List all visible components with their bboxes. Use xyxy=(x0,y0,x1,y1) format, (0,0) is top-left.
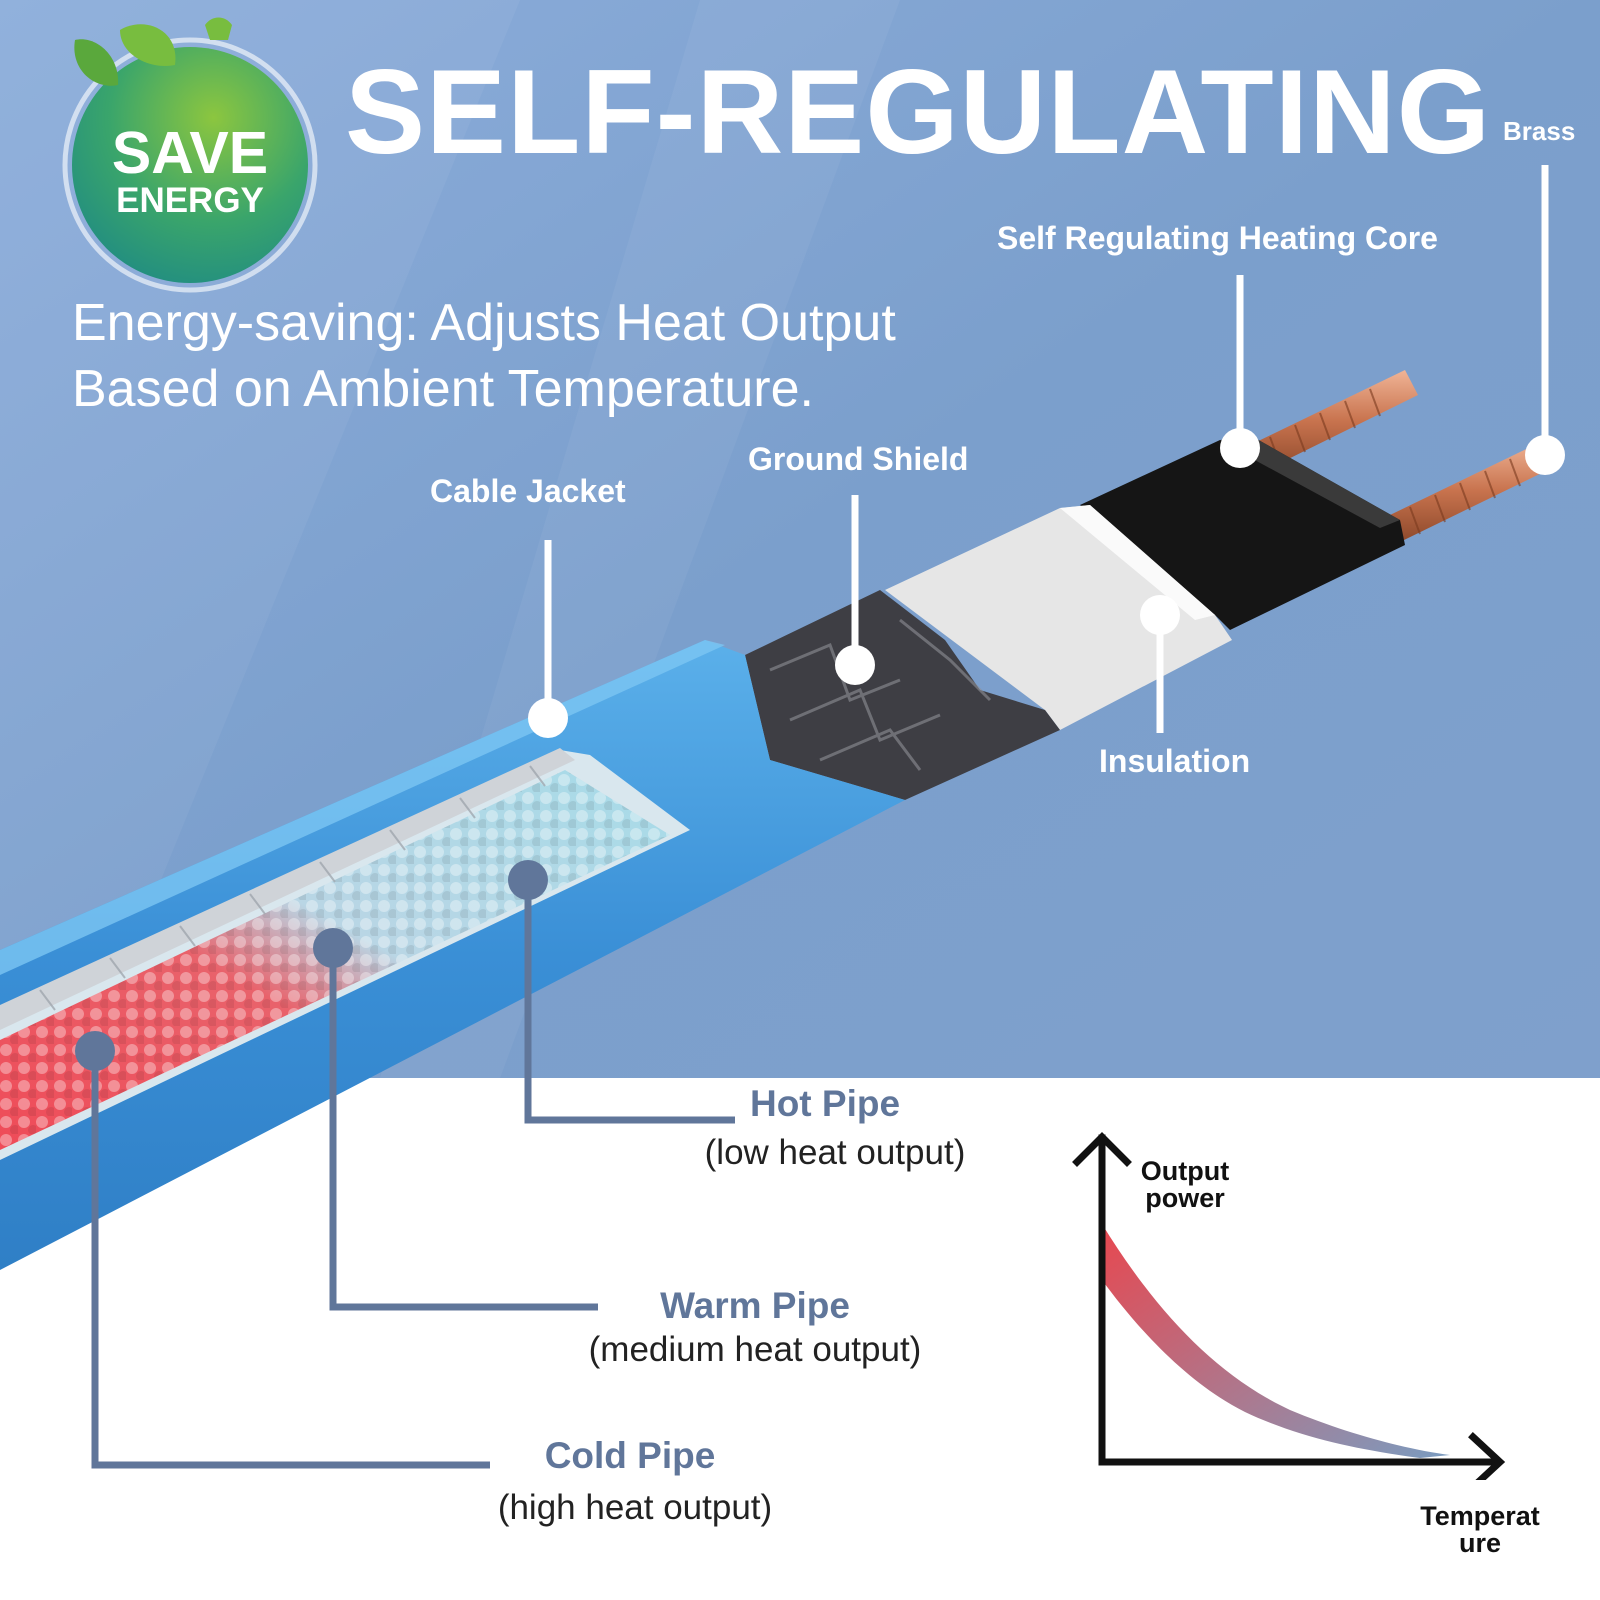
hot-pipe-desc: (low heat output) xyxy=(704,1133,966,1172)
subtitle-line-2: Based on Ambient Temperature. xyxy=(72,360,814,418)
label-brass: Brass xyxy=(1503,116,1576,146)
y-axis-label-line-2: power xyxy=(1145,1183,1225,1213)
label-heating-core: Self Regulating Heating Core xyxy=(997,220,1438,256)
label-ground-shield: Ground Shield xyxy=(748,441,969,477)
cold-pipe-label: Cold Pipe xyxy=(544,1435,716,1476)
warm-pipe-desc: (medium heat output) xyxy=(588,1330,922,1369)
x-axis-label-line-1: Temperat xyxy=(1420,1501,1540,1531)
badge-energy-text: ENERGY xyxy=(116,181,264,220)
hot-pipe-label: Hot Pipe xyxy=(749,1083,901,1124)
x-axis-label-line-2: ure xyxy=(1458,1528,1502,1558)
page-title: SELF-REGULATING xyxy=(345,45,1492,179)
graph-axes xyxy=(1072,1132,1506,1480)
badge-save-text: SAVE xyxy=(111,120,269,186)
output-curve xyxy=(1102,1224,1450,1458)
y-axis-label: Output power xyxy=(1125,1158,1245,1212)
label-cable-jacket: Cable Jacket xyxy=(430,473,626,509)
y-axis-label-line-1: Output xyxy=(1140,1156,1230,1186)
subtitle: Energy-saving: Adjusts Heat Output Based… xyxy=(72,290,896,422)
label-insulation: Insulation xyxy=(1099,743,1251,779)
cold-pipe-desc: (high heat output) xyxy=(497,1488,773,1527)
output-temperature-graph xyxy=(1072,1132,1506,1480)
subtitle-line-1: Energy-saving: Adjusts Heat Output xyxy=(72,294,896,352)
warm-pipe-label: Warm Pipe xyxy=(660,1285,850,1326)
x-axis-label: Temperat ure xyxy=(1405,1503,1555,1557)
